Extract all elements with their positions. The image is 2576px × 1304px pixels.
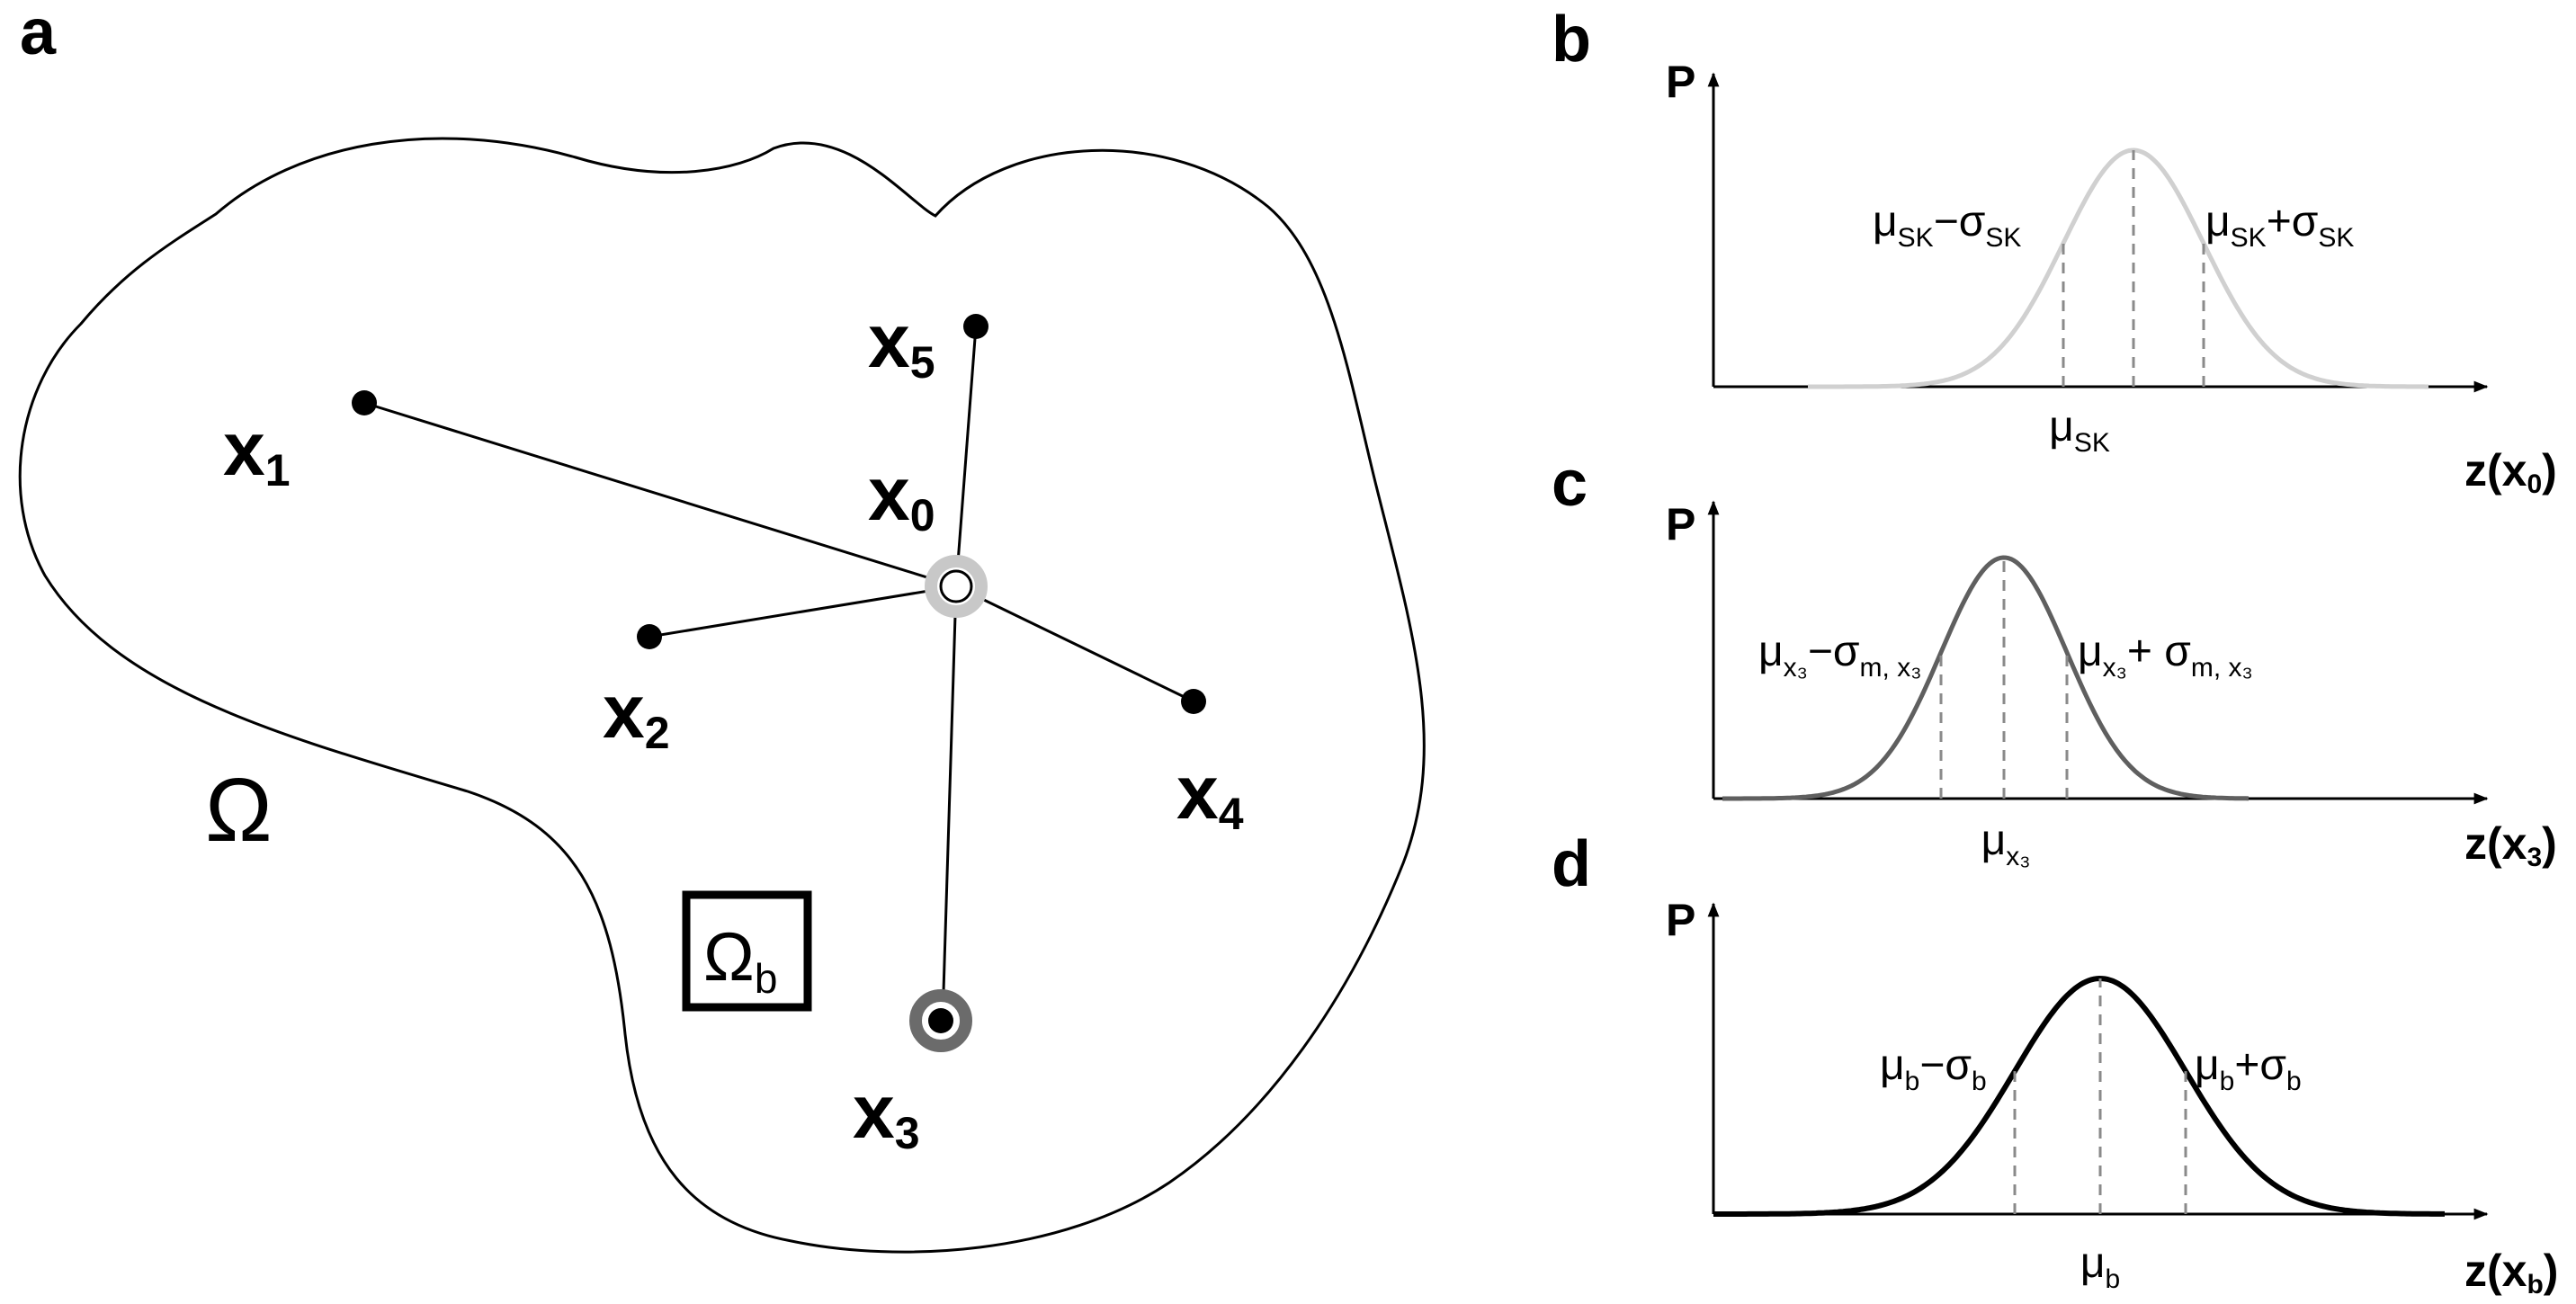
label-x3: x3 <box>853 1069 920 1158</box>
plot-b-plus-sigma-label: μSK+σSK <box>2205 198 2354 253</box>
plot-d-density-curve <box>1713 975 2445 1217</box>
plot-d-y-label: P <box>1666 895 1695 945</box>
domain-boundary <box>18 137 1426 1254</box>
point-x2 <box>637 624 662 649</box>
link-x2-x0 <box>648 585 957 639</box>
plot-b-minus-sigma-label: μSK−σSK <box>1873 198 2021 253</box>
point-x1 <box>352 390 377 415</box>
plot-c-x-label: z(x3) <box>2464 818 2557 872</box>
link-x5-x0 <box>954 326 978 587</box>
label-x0: x0 <box>868 451 935 540</box>
plot-c-density-curve <box>1722 555 2250 801</box>
plot-c-minus-sigma-label: μx₃−σm, x₃ <box>1758 628 1921 683</box>
plot-d-mean-label: μb <box>2080 1239 2120 1294</box>
label-x4: x4 <box>1176 750 1244 839</box>
point-x0 <box>925 555 988 618</box>
domain-symbol: Ω <box>205 760 273 861</box>
link-x3-x0 <box>941 585 958 1022</box>
label-x1: x1 <box>223 406 291 496</box>
block-symbol: Ωb <box>703 919 777 1002</box>
point-x0-target <box>939 569 973 603</box>
plot-c: P z(x3) μx₃ μx₃−σm, x₃ μx₃+ σm, x₃ <box>1666 499 2557 872</box>
plot-d-x-label: z(xb) <box>2464 1246 2558 1300</box>
point-x3-dot <box>928 1008 953 1033</box>
block-frame <box>682 890 812 1012</box>
panel-label-c: c <box>1552 448 1588 520</box>
label-x5: x5 <box>868 299 935 388</box>
plot-c-plus-sigma-label: μx₃+ σm, x₃ <box>2078 628 2253 683</box>
panel-label-d: d <box>1552 828 1591 900</box>
point-x3 <box>909 989 972 1052</box>
plot-b-x-label: z(x0) <box>2464 445 2557 499</box>
point-x4 <box>1181 689 1206 714</box>
block-omega-b: Ωb <box>682 890 812 1012</box>
link-x4-x0 <box>955 585 1194 703</box>
kriging-neighbor-lines <box>363 326 1194 1022</box>
plot-b: P z(x0) μSK μSK−σSK μSK+σSK <box>1666 57 2557 499</box>
plot-c-y-label: P <box>1666 499 1695 549</box>
point-x5 <box>963 314 988 339</box>
plot-b-y-label: P <box>1666 57 1695 107</box>
plot-b-density-curve <box>1808 147 2428 389</box>
plot-d: P z(xb) μb μb−σb μb+σb <box>1666 895 2558 1300</box>
label-x2: x2 <box>603 669 670 758</box>
plot-b-mean-label: μSK <box>2049 403 2110 458</box>
plot-c-mean-label: μx₃ <box>1981 817 2031 871</box>
panel-label-b: b <box>1552 4 1591 76</box>
plot-d-plus-sigma-label: μb+σb <box>2195 1041 2302 1096</box>
panel-label-a: a <box>20 0 57 68</box>
link-x1-x0 <box>363 401 957 588</box>
plot-d-minus-sigma-label: μb−σb <box>1880 1041 1987 1096</box>
